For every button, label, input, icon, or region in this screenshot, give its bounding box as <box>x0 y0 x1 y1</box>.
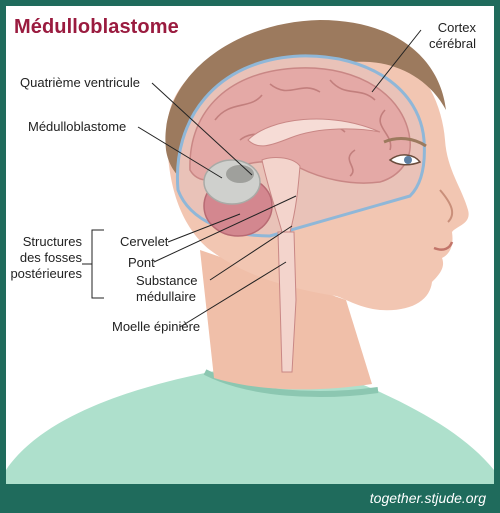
label-cortex: Cortex cérébral <box>429 20 476 51</box>
pons-leader <box>153 195 297 263</box>
fourth-ventricle <box>226 165 254 183</box>
label-fourth-ventricle: Quatrième ventricule <box>20 75 140 90</box>
label-spinal-cord: Moelle épinière <box>112 319 201 334</box>
nose <box>439 189 454 223</box>
brainstem <box>261 157 301 233</box>
label-medulloblastoma: Médulloblastome <box>28 119 127 134</box>
posterior-fossa-bracket <box>82 229 104 299</box>
diagram-title: Médulloblastome <box>14 16 179 38</box>
corpus-callosum <box>247 118 381 147</box>
label-pons: Pont <box>128 255 155 270</box>
mouth <box>433 241 454 251</box>
label-cerebellum: Cervelet <box>120 234 169 249</box>
tumor <box>203 159 261 205</box>
spinal-cord <box>277 231 297 373</box>
medulloblastoma-leader <box>137 126 223 179</box>
label-posterior-fossa: Structures des fosses postérieures <box>10 234 82 281</box>
leader-lines <box>82 29 422 328</box>
shirt <box>6 367 494 484</box>
footer-bar: together.stjude.org <box>0 484 500 513</box>
footer-url: together.stjude.org <box>369 490 486 506</box>
hair <box>165 20 446 180</box>
eyebrow <box>383 137 427 148</box>
spinal-cord-leader <box>179 261 287 328</box>
cortex-leader <box>371 29 422 93</box>
fourth-ventricle-leader <box>151 82 253 176</box>
cerebellum-leader <box>167 213 241 243</box>
medulla-leader <box>209 225 293 281</box>
label-medulla: Substance médullaire <box>136 273 198 304</box>
